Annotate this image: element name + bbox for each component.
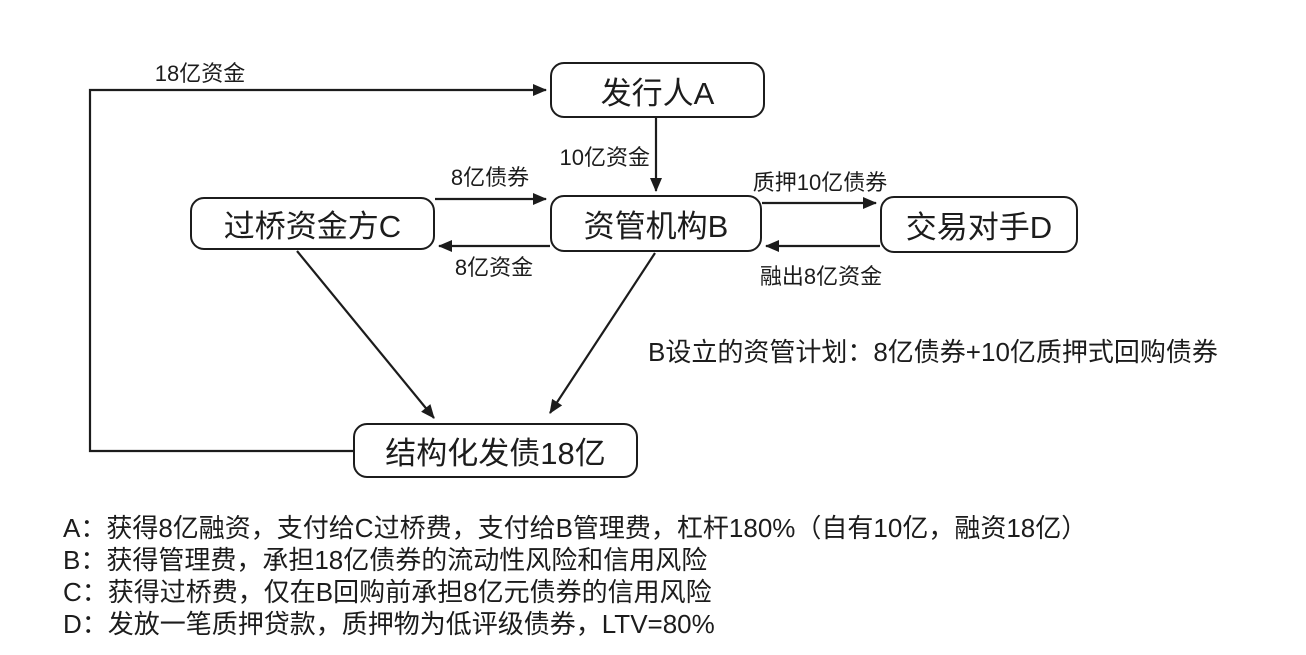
- node-counterparty-d: 交易对手D: [880, 196, 1078, 253]
- edge-manager-b-to-structured-bond: [549, 252, 656, 414]
- node-bridge-c: 过桥资金方C: [190, 197, 435, 250]
- edge-label-counterparty-d-to-manager-b: 融出8亿资金: [759, 264, 883, 289]
- edge-label-manager-b-to-counterparty-d: 质押10亿债券: [752, 170, 888, 195]
- plan-annotation: B设立的资管计划：8亿债券+10亿质押式回购债券: [648, 337, 1218, 367]
- node-bridge-c-label: 过桥资金方C: [223, 209, 402, 244]
- edge-bridge-c-to-structured-bond: [296, 250, 435, 419]
- edge-label-manager-b-to-bridge-c: 8亿资金: [454, 255, 534, 280]
- note-line-a: A：获得8亿融资，支付给C过桥费，支付给B管理费，杠杆180%（自有10亿，融资…: [63, 513, 1088, 543]
- node-manager-b: 资管机构B: [550, 195, 762, 252]
- node-counterparty-d-label: 交易对手D: [905, 210, 1053, 245]
- edge-label-bridge-c-to-manager-b: 8亿债券: [450, 165, 530, 190]
- edge-loop-to-issuer-a: [88, 84, 547, 453]
- node-structured-bond: 结构化发债18亿: [353, 423, 638, 478]
- note-line-d: D：发放一笔质押贷款，质押物为低评级债券，LTV=80%: [63, 609, 715, 639]
- node-structured-bond-label: 结构化发债18亿: [385, 436, 606, 471]
- node-issuer-a: 发行人A: [550, 62, 765, 118]
- node-manager-b-label: 资管机构B: [583, 209, 729, 244]
- node-issuer-a-label: 发行人A: [600, 75, 715, 111]
- edge-label-issuer-a-to-manager-b: 10亿资金: [559, 145, 650, 170]
- note-line-c: C：获得过桥费，仅在B回购前承担8亿元债券的信用风险: [63, 577, 712, 607]
- note-line-b: B：获得管理费，承担18亿债券的流动性风险和信用风险: [63, 545, 708, 575]
- edge-label-loop-to-issuer-a: 18亿资金: [154, 61, 246, 86]
- notes-block: A：获得8亿融资，支付给C过桥费，支付给B管理费，杠杆180%（自有10亿，融资…: [63, 512, 1087, 640]
